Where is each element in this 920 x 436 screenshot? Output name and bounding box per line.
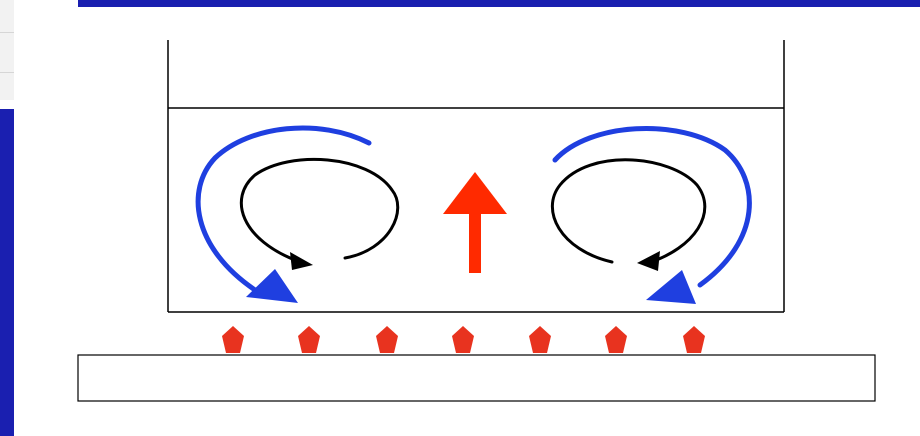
- up-arrow-icon: [443, 172, 507, 273]
- right-circulation-arrow-icon: [550, 158, 707, 271]
- flame-icon: [529, 326, 551, 353]
- slide-thumbnail-panel: [0, 0, 14, 100]
- right-convection-arrow-icon: [552, 126, 752, 304]
- hot-plate: [77, 354, 876, 402]
- flames: [222, 326, 705, 353]
- beaker: [167, 40, 785, 313]
- flame-icon: [683, 326, 705, 353]
- flame-icon: [376, 326, 398, 353]
- flame-icon: [452, 326, 474, 353]
- left-convection-arrow-icon: [195, 125, 372, 303]
- side-accent-bar: [0, 109, 14, 436]
- title-accent-bar: [78, 0, 920, 7]
- left-circulation-arrow-icon: [239, 157, 400, 270]
- flame-icon: [298, 326, 320, 353]
- flame-icon: [222, 326, 244, 353]
- flame-icon: [605, 326, 627, 353]
